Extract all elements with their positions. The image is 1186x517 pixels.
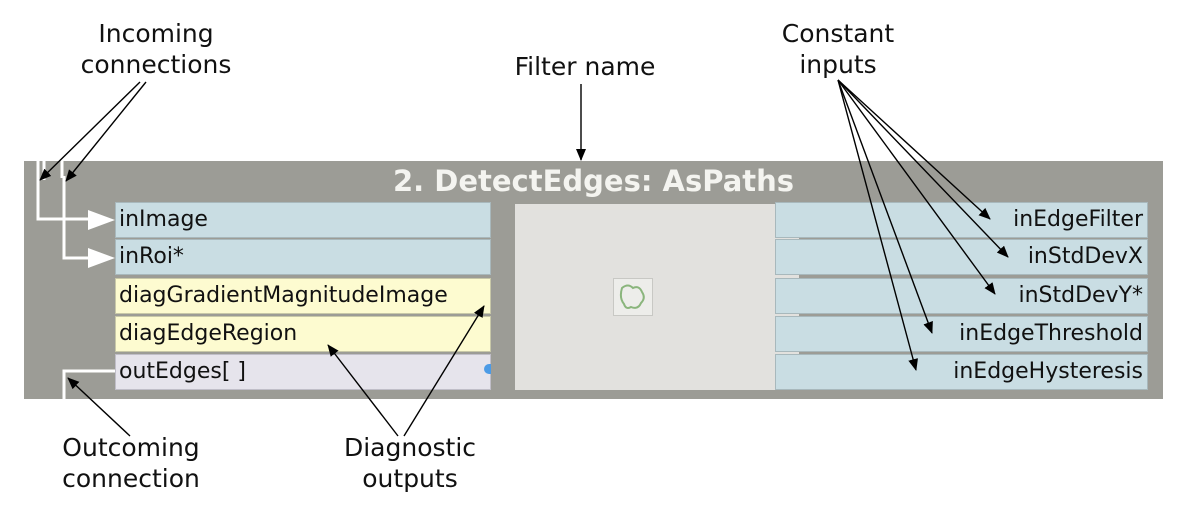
callout-line: Incoming (98, 19, 214, 48)
region-icon (613, 278, 653, 316)
port-label: inStdDevY* (1018, 283, 1143, 308)
port-in-roi[interactable]: inRoi* (115, 239, 491, 275)
port-diag-gradient-magnitude-image[interactable]: diagGradientMagnitudeImage (115, 278, 491, 314)
port-label: diagEdgeRegion (119, 321, 298, 346)
port-out-edges[interactable]: outEdges[ ] (115, 354, 491, 390)
callout-line: outputs (362, 464, 458, 493)
callout-line: Outcoming (62, 433, 200, 462)
callout-line: connections (80, 50, 232, 79)
callout-line: Diagnostic (343, 433, 477, 462)
callout-arrow (39, 81, 141, 181)
outgoing-connection-wire (62, 369, 115, 399)
port-label: inImage (119, 207, 208, 232)
callout-arrow (65, 81, 147, 182)
incoming-connections-callout: Incoming connections (78, 18, 234, 80)
callout-arrow (327, 344, 399, 437)
port-in-std-dev-x[interactable]: inStdDevX (775, 239, 1148, 275)
port-in-edge-hysteresis[interactable]: inEdgeHysteresis (775, 354, 1148, 390)
diagnostic-outputs-callout: Diagnostic outputs (330, 432, 490, 494)
port-label: diagGradientMagnitudeImage (119, 283, 448, 308)
incoming-arrowhead (88, 248, 115, 268)
callout-line: connection (62, 464, 200, 493)
preview-pane (515, 204, 799, 390)
port-label: inEdgeThreshold (959, 321, 1143, 346)
port-in-image[interactable]: inImage (115, 202, 491, 238)
port-label: inStdDevX (1027, 244, 1143, 269)
incoming-connection-wires (36, 161, 96, 260)
callout-arrow (403, 305, 485, 437)
incoming-arrowhead (88, 210, 115, 230)
callout-arrow (837, 79, 991, 220)
filter-name-callout: Filter name (500, 51, 670, 82)
callout-arrow (837, 79, 918, 371)
port-in-std-dev-y[interactable]: inStdDevY* (775, 278, 1148, 314)
port-label: inEdgeHysteresis (953, 359, 1143, 384)
port-diag-edge-region[interactable]: diagEdgeRegion (115, 316, 491, 352)
port-in-edge-threshold[interactable]: inEdgeThreshold (775, 316, 1148, 352)
port-label: inEdgeFilter (1013, 207, 1143, 232)
callout-arrow (837, 79, 933, 334)
port-label: inRoi* (119, 244, 184, 269)
port-in-edge-filter[interactable]: inEdgeFilter (775, 202, 1148, 238)
outcoming-connection-callout: Outcoming connection (54, 432, 208, 494)
callout-arrow (837, 79, 996, 295)
output-connector-dot[interactable] (484, 364, 491, 374)
filter-title: 2. DetectEdges: AsPaths (392, 164, 795, 198)
callout-line: Filter name (514, 52, 656, 81)
callout-line: inputs (799, 50, 877, 79)
callout-arrow (837, 79, 1009, 258)
callout-arrow (67, 377, 131, 437)
callout-line: Constant (781, 19, 895, 48)
constant-inputs-callout: Constant inputs (770, 18, 906, 80)
port-label: outEdges[ ] (119, 359, 247, 384)
